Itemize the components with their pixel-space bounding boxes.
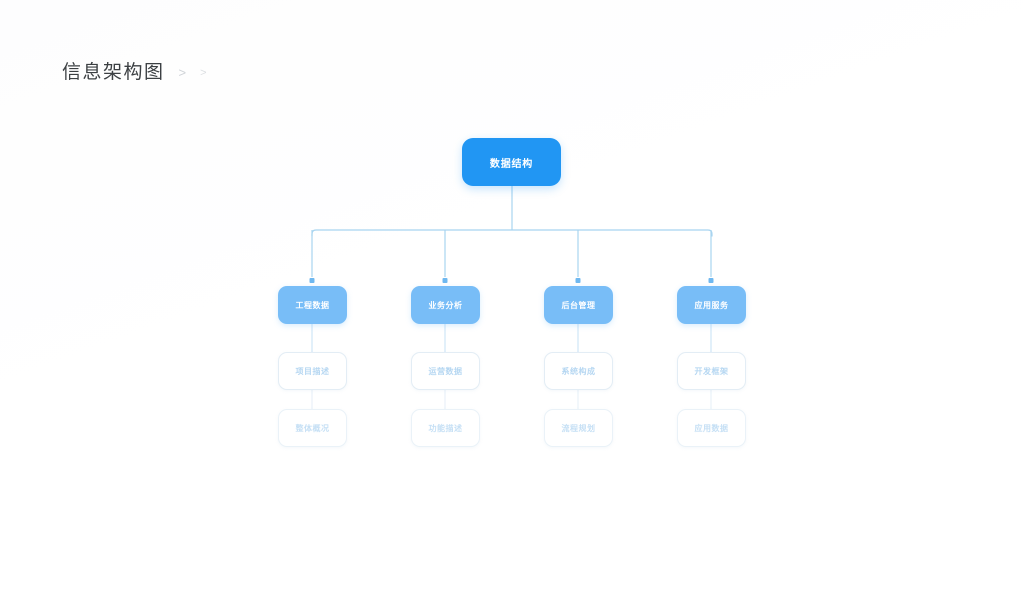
node-branch-3-child-2[interactable]: 流程规划 [544, 409, 613, 447]
node-branch-3-child-1[interactable]: 系统构成 [544, 352, 613, 390]
chevron-right-icon-secondary: > [200, 67, 207, 79]
node-branch-4-child-1-label: 开发框架 [694, 366, 729, 376]
arrow-marker-1 [309, 278, 315, 283]
node-branch-3-child-1-label: 系统构成 [561, 366, 596, 376]
node-branch-2-child-1-label: 运营数据 [428, 366, 463, 376]
breadcrumb: 信息架构图 > > [62, 60, 207, 86]
node-branch-1-child-1-label: 项目描述 [295, 366, 330, 376]
node-branch-1-child-2-label: 整体概况 [295, 423, 330, 433]
node-root-label: 数据结构 [489, 158, 534, 170]
node-branch-4-child-2-label: 应用数据 [694, 423, 729, 433]
node-branch-4-label: 应用服务 [694, 300, 729, 310]
node-branch-1[interactable]: 工程数据 [278, 286, 347, 324]
node-branch-3[interactable]: 后台管理 [544, 286, 613, 324]
node-branch-4[interactable]: 应用服务 [677, 286, 746, 324]
node-branch-2-child-2-label: 功能描述 [428, 423, 463, 433]
node-branch-2-child-1[interactable]: 运营数据 [411, 352, 480, 390]
chevron-right-icon: > [178, 65, 187, 80]
arrow-marker-4 [708, 278, 714, 283]
node-branch-4-child-1[interactable]: 开发框架 [677, 352, 746, 390]
arrow-marker-2 [442, 278, 448, 283]
node-branch-2[interactable]: 业务分析 [411, 286, 480, 324]
node-branch-3-child-2-label: 流程规划 [561, 423, 596, 433]
node-branch-2-label: 业务分析 [428, 300, 463, 310]
node-root[interactable]: 数据结构 [462, 138, 561, 186]
page-title: 信息架构图 [62, 62, 165, 83]
node-branch-3-label: 后台管理 [561, 300, 596, 310]
node-branch-2-child-2[interactable]: 功能描述 [411, 409, 480, 447]
arrow-marker-3 [575, 278, 581, 283]
node-branch-1-child-1[interactable]: 项目描述 [278, 352, 347, 390]
node-branch-4-child-2[interactable]: 应用数据 [677, 409, 746, 447]
node-branch-1-child-2[interactable]: 整体概况 [278, 409, 347, 447]
page-header: 信息架构图 > > [0, 0, 1024, 120]
connector-horizontal-bus [311, 229, 713, 237]
node-branch-1-label: 工程数据 [295, 300, 330, 310]
